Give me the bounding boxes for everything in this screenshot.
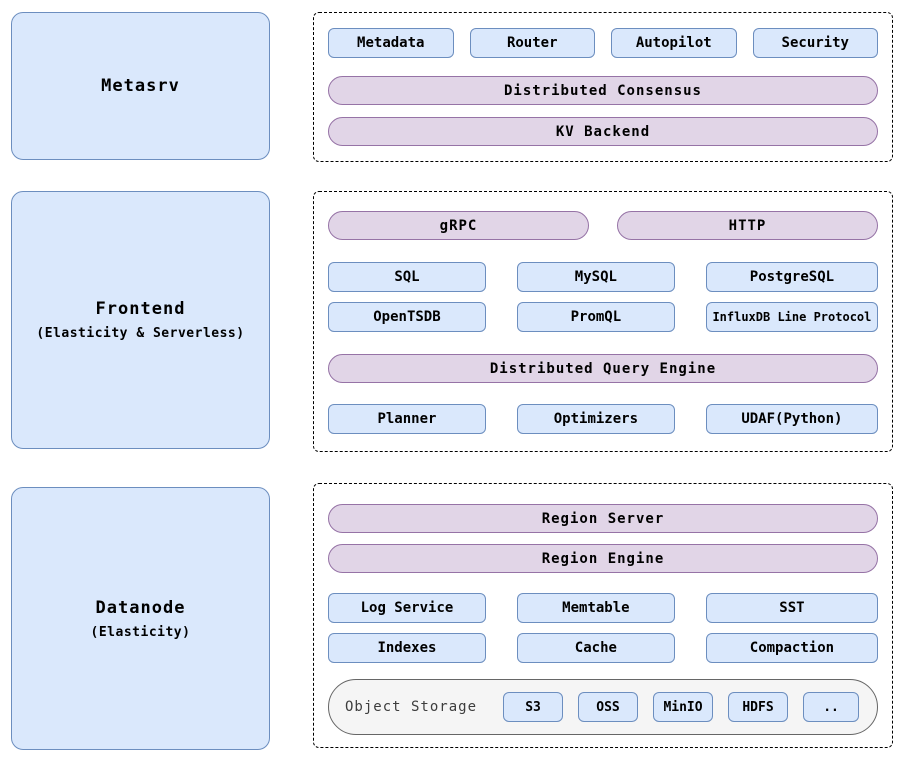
object-storage-container: Object Storage S3 OSS MinIO HDFS .. (328, 679, 878, 735)
metasrv-panel: Metasrv (11, 12, 270, 160)
datanode-panel-subtitle: (Elasticity) (90, 624, 191, 640)
minio-box: MinIO (653, 692, 714, 722)
metadata-box: Metadata (328, 28, 454, 58)
object-storage-backends-row: S3 OSS MinIO HDFS .. (503, 692, 860, 722)
frontend-engine-modules-row: Planner Optimizers UDAF(Python) (328, 404, 878, 434)
cache-box: Cache (516, 633, 675, 663)
opentsdb-box: OpenTSDB (328, 302, 486, 332)
kv-backend-pill: KV Backend (328, 117, 878, 146)
metasrv-components-group: Metadata Router Autopilot Security Distr… (313, 12, 893, 162)
s3-box: S3 (503, 692, 564, 722)
datanode-modules-row-2: Indexes Cache Compaction (328, 633, 878, 663)
security-box: Security (752, 28, 878, 58)
object-storage-label: Object Storage (345, 699, 478, 715)
distributed-query-engine-pill: Distributed Query Engine (328, 354, 878, 383)
compaction-box: Compaction (705, 633, 878, 663)
distributed-consensus-pill: Distributed Consensus (328, 76, 878, 105)
udaf-python-box: UDAF(Python) (705, 404, 878, 434)
indexes-box: Indexes (328, 633, 486, 663)
promql-box: PromQL (516, 302, 675, 332)
other-backends-box: .. (803, 692, 860, 722)
datanode-panel: Datanode (Elasticity) (11, 487, 270, 750)
frontend-panel-subtitle: (Elasticity & Serverless) (36, 326, 245, 341)
log-service-box: Log Service (328, 593, 486, 623)
metasrv-modules-row: Metadata Router Autopilot Security (328, 28, 878, 58)
frontend-panel-title: Frontend (95, 299, 186, 319)
planner-box: Planner (328, 404, 486, 434)
postgresql-box: PostgreSQL (705, 262, 878, 292)
hdfs-box: HDFS (728, 692, 789, 722)
datanode-modules-row-1: Log Service Memtable SST (328, 593, 878, 623)
frontend-components-group: gRPC HTTP SQL MySQL PostgreSQL OpenTSDB … (313, 191, 893, 452)
region-engine-pill: Region Engine (328, 544, 878, 573)
frontend-protocols-row-1: SQL MySQL PostgreSQL (328, 262, 878, 292)
datanode-panel-title: Datanode (95, 597, 186, 618)
memtable-box: Memtable (516, 593, 675, 623)
router-box: Router (469, 28, 595, 58)
autopilot-box: Autopilot (611, 28, 737, 58)
datanode-components-group: Region Server Region Engine Log Service … (313, 483, 893, 748)
metasrv-panel-title: Metasrv (101, 76, 180, 96)
sst-box: SST (705, 593, 878, 623)
sql-box: SQL (328, 262, 486, 292)
mysql-box: MySQL (516, 262, 675, 292)
influxdb-line-protocol-box: InfluxDB Line Protocol (705, 302, 878, 332)
frontend-panel: Frontend (Elasticity & Serverless) (11, 191, 270, 449)
grpc-pill: gRPC (328, 211, 589, 240)
frontend-protocol-pills-row: gRPC HTTP (328, 211, 878, 240)
frontend-protocols-row-2: OpenTSDB PromQL InfluxDB Line Protocol (328, 302, 878, 332)
http-pill: HTTP (617, 211, 878, 240)
oss-box: OSS (578, 692, 639, 722)
region-server-pill: Region Server (328, 504, 878, 533)
optimizers-box: Optimizers (516, 404, 675, 434)
